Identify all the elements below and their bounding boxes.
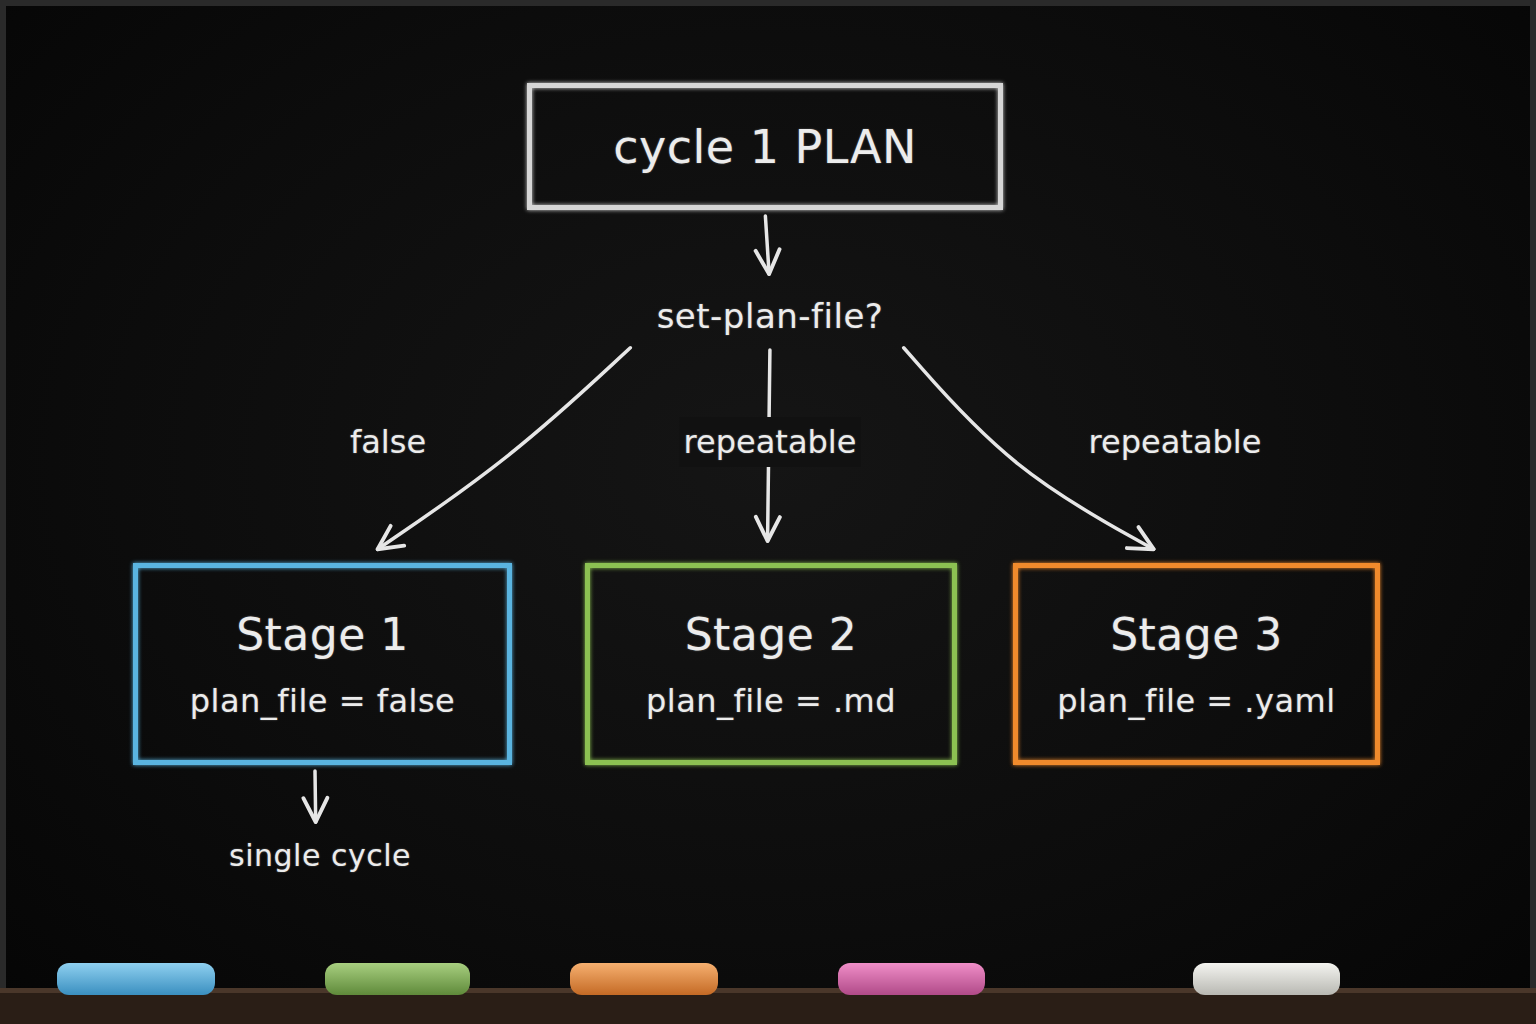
process-box: cycle 1 PLAN — [527, 83, 1003, 210]
flow-arrow — [765, 216, 769, 274]
node-title: Stage 1 — [236, 609, 409, 660]
stage-box: Stage 3 plan_file = .yaml — [1013, 563, 1380, 765]
terminal-text: single cycle — [215, 830, 425, 880]
chalk-stick — [838, 963, 985, 995]
edge-label: repeatable — [680, 417, 861, 467]
node-body: plan_file = .md — [646, 682, 896, 720]
chalk-stick — [57, 963, 215, 995]
flow-arrow — [313, 771, 317, 822]
decision-point: set-plan-file? — [620, 288, 920, 344]
edge-label: false — [346, 417, 430, 467]
node-title: cycle 1 PLAN — [613, 120, 917, 174]
chalk-stick — [325, 963, 470, 995]
node-title: Stage 2 — [685, 609, 858, 660]
chalk-stick — [570, 963, 718, 995]
node-title: Stage 3 — [1110, 609, 1283, 660]
node-title: set-plan-file? — [657, 296, 884, 336]
node-title: single cycle — [229, 838, 411, 873]
stage-box: Stage 2 plan_file = .md — [585, 563, 957, 765]
board-frame — [3, 3, 1533, 1021]
stage-box: Stage 1 plan_file = false — [133, 563, 512, 765]
edge-label: repeatable — [1085, 417, 1266, 467]
node-body: plan_file = false — [190, 682, 456, 720]
chalk-stick — [1193, 963, 1340, 995]
node-body: plan_file = .yaml — [1057, 682, 1335, 720]
